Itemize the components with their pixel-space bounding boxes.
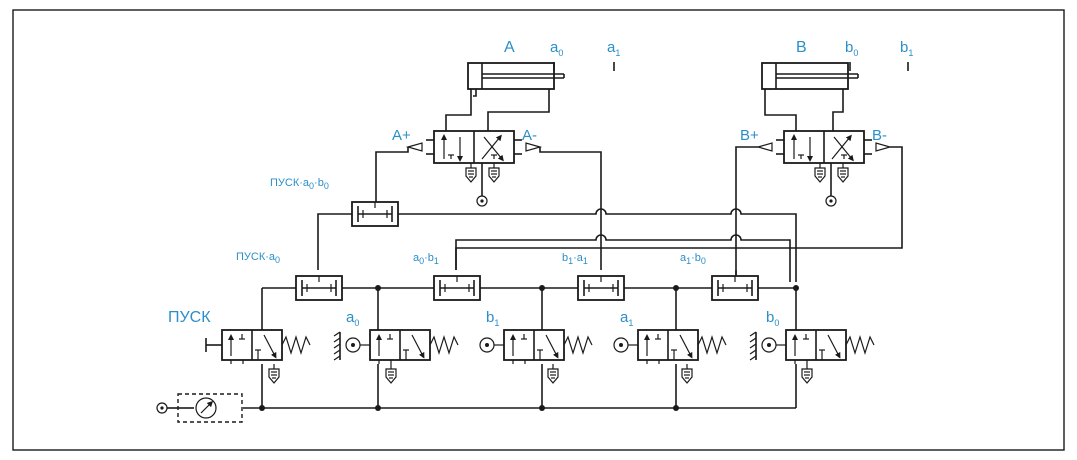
valve-a0-label: a0 [346,309,359,328]
limit-valve-a1 [613,330,727,384]
and-valve-a0-b1 [433,275,481,301]
cylinder-a-label: A [504,39,515,56]
cylinder-a [445,62,615,131]
and-valve-a1-b0 [711,275,759,301]
and-label-a0-b1: a0·b1 [413,252,439,266]
and-label-b1-a1: b1·a1 [562,252,588,266]
and-label-a1-b0: a1·b0 [680,252,706,266]
and-valve-start-a0-b0 [351,201,399,227]
signal-a-plus-label: A+ [392,127,411,144]
valve-a1-label: a1 [620,309,633,328]
valve-b0-label: b0 [766,309,779,328]
signal-a-minus-label: A- [522,127,537,144]
and-valve-start-a0 [295,275,343,301]
and-label-start-a0-b0: ПУСК·a0·b0 [270,177,329,191]
and-label-start-a0: ПУСК·a0 [236,251,280,265]
directional-valve-a [405,131,543,207]
sensor-a1-label: a1 [607,39,620,58]
directional-valve-b [755,131,893,207]
signal-b-plus-label: B+ [740,127,759,144]
limit-valve-a0 [333,330,459,384]
signal-lines [261,146,903,323]
sensor-b0-label: b0 [845,39,858,58]
limit-valve-b1 [479,330,593,384]
start-button-valve[interactable] [205,330,311,384]
and-valve-b1-a1 [577,275,625,301]
cylinder-b-label: B [796,39,807,56]
air-service-unit [156,393,243,423]
sensor-b1-label: b1 [900,39,913,58]
cylinder-b [761,62,909,131]
sensor-a0-label: a0 [550,39,563,58]
limit-valve-b0 [749,330,875,384]
start-label: ПУСК [168,309,211,326]
valve-output-lines [261,323,797,330]
frame [12,9,1065,451]
supply-line [243,364,797,411]
valve-b1-label: b1 [486,309,499,328]
signal-b-minus-label: B- [872,127,887,144]
